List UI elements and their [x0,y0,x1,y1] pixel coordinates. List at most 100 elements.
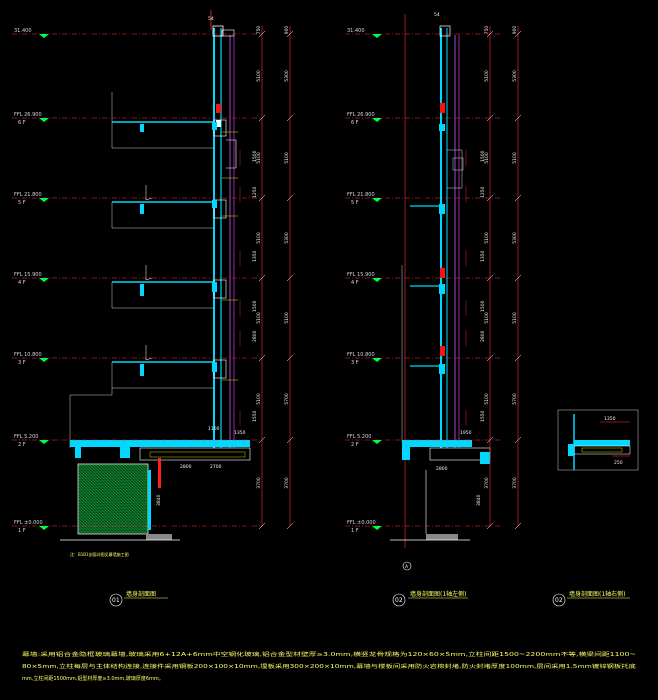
level-triangle [372,440,382,444]
caption-03: 02 墙身剖面图(1轴右侧) [552,590,630,607]
level-floor: 1 F [351,528,359,534]
dim-tick [286,194,294,202]
dim-text: 5300 [284,70,290,82]
floor-dim-text-b: 1250 [480,186,486,198]
note-line-3: mm,立柱间距1500mm,铝型材厚度≥3.0mm,玻璃厚度6mm。 [22,675,164,682]
floor-dim-text: 1550 [252,410,258,422]
svg-text:墙身剖面图(1轴左侧): 墙身剖面图(1轴左侧) [410,590,467,598]
caption-02: 02 墙身剖面图(1轴左侧) [392,590,468,607]
dim-tick [486,30,494,38]
level-floor: 6 F [18,120,26,126]
svg-text:墙身剖面图(1轴右侧): 墙身剖面图(1轴右侧) [569,590,626,598]
level-triangle [39,118,49,122]
level-triangle [372,118,382,122]
level-label: FFL ±0.000 [14,520,43,526]
floor-dim-text-b: 1350 [480,250,486,262]
floor-dim-text: 1500 [252,300,258,312]
floor-dim-2800a: 2800 [180,464,192,470]
dim-tick [286,436,294,444]
dim-tick [514,194,522,202]
detail-03 [557,409,639,471]
floor-dim-text: 2800 [252,330,258,342]
floor-dim-3840: 3840 [156,494,162,506]
floor-dim-text-b: 1500 [480,150,486,162]
level-label: FFL 21.800 [347,192,375,198]
level-label: FFL 21.800 [14,192,42,198]
level-floor: 4 F [351,280,359,286]
section-note: 注：B1B1剖面详图见幕墙施工图 [70,551,129,557]
b-dim-1950: 1950 [460,430,472,436]
dim-tick [258,114,266,122]
dim-tick [258,274,266,282]
section-01-structure [60,10,251,541]
dim-text: 750 [256,26,262,35]
dim-text: 5100 [256,152,262,164]
level-label: FFL 15.900 [347,272,375,278]
dim-text: 5100 [484,70,490,82]
dim-tick [486,354,494,362]
detail-dim-1350: 1350 [604,416,616,422]
dim-text: 5100 [256,393,262,405]
level-floor: 5 F [351,200,359,206]
dim-tick [486,114,494,122]
dim-text: 5300 [512,232,518,244]
level-floor: 5 F [18,200,26,206]
svg-text:02: 02 [395,597,403,604]
level-label: 31.400 [14,28,32,34]
floor-dim-text-b: 1550 [480,410,486,422]
b-dim-3840: 3840 [476,494,482,506]
floor-dim-1100: 1100 [208,426,220,432]
level-label: FFL 15.900 [14,272,42,278]
floor-dim-text: 1250 [252,186,258,198]
dim-tick [486,194,494,202]
level-floor: 3 F [351,360,359,366]
dim-text: 5700 [512,393,518,405]
dim-text: 5100 [484,232,490,244]
floor-dim-2700: 2700 [210,464,222,470]
level-triangle [39,34,49,38]
caption-01: 01 墙身剖面图 [109,590,168,607]
dim-text: 5100 [484,312,490,324]
svg-text:墙身剖面图: 墙身剖面图 [126,590,156,598]
level-triangle [372,198,382,202]
dim-text: 5100 [484,152,490,164]
dim-text: 5100 [512,312,518,324]
level-floor: 2 F [351,442,359,448]
dim-text: 5100 [484,393,490,405]
level-floor: 2 F [18,442,26,448]
level-label: FFL ±0.000 [347,520,376,526]
dim-text: 5100 [284,152,290,164]
level-label: FFL 26.900 [14,112,42,118]
top-mark-b: 54 [434,12,440,18]
dim-tick [486,274,494,282]
dim-text: 3700 [512,477,518,489]
dim-text: 5100 [256,70,262,82]
dim-tick [286,354,294,362]
level-label: FFL 26.900 [347,112,375,118]
dim-tick [514,274,522,282]
level-triangle [39,358,49,362]
note-line-2: 80×5mm,立柱每层与主体结构连接,连接件采用钢板200×100×10mm,埋… [22,663,636,670]
level-floor: 1 F [18,528,26,534]
note-line-1: 幕墙:采用铝合金隐框玻璃幕墙,玻璃采用6+12A+6mm中空钢化玻璃,铝合金型材… [22,651,636,658]
dim-text: 900 [512,26,518,35]
level-triangle [39,440,49,444]
level-label: FFL 5.200 [14,434,38,440]
level-triangle [39,278,49,282]
dim-tick [258,436,266,444]
dim-tick [286,522,294,530]
dim-tick [286,114,294,122]
dimension-lines: 750 5100 5100 5100 5100 5100 3700 900 5300 5100 53… [239,26,522,530]
dim-tick [514,354,522,362]
level-floor: 6 F [351,120,359,126]
floor-dim-text-b: 1500 [480,300,486,312]
level-floor: 4 F [18,280,26,286]
floor-dim-text: 1350 [252,250,258,262]
level-triangle [39,526,49,530]
dim-tick [514,436,522,444]
dim-tick [258,522,266,530]
dim-text: 900 [284,26,290,35]
dim-text: 5100 [256,232,262,244]
